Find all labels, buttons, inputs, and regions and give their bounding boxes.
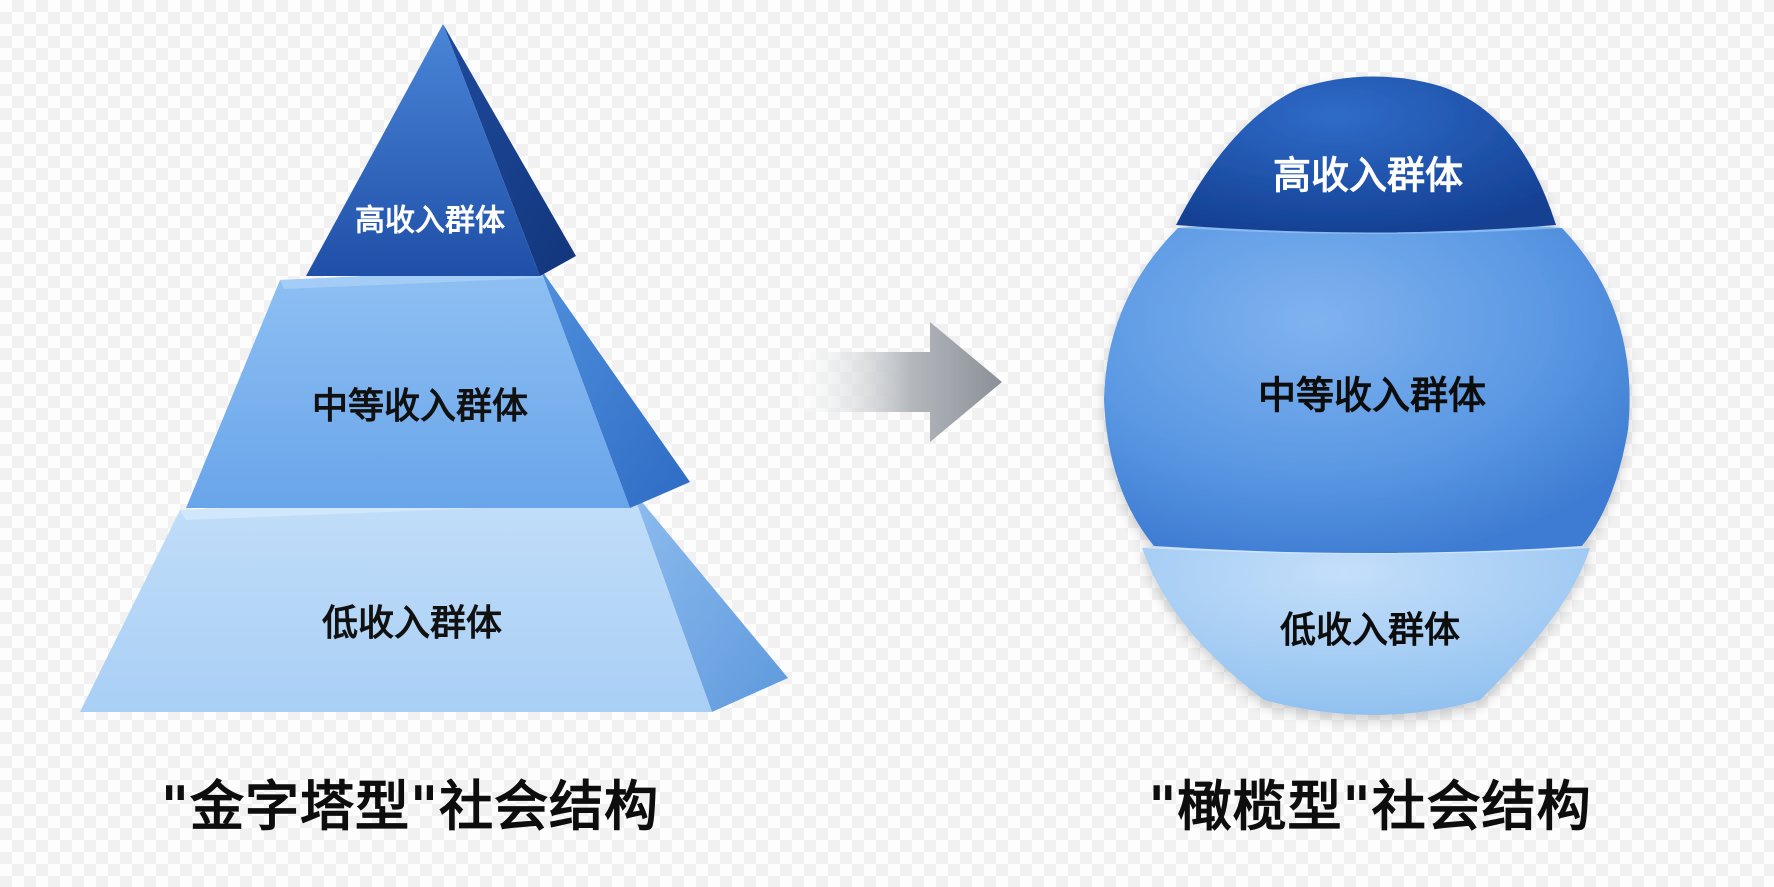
pyramid-low-front-face [80, 490, 712, 712]
olive-structure: 低收入群体 中等收入群体 高收入群体 [1104, 76, 1630, 715]
olive-high-shape [1176, 76, 1556, 233]
pyramid-high-label: 高收入群体 [355, 204, 506, 239]
pyramid-low-label: 低收入群体 [322, 603, 502, 644]
pyramid-middle-side-face [540, 268, 690, 508]
pyramid-high-side-face [443, 24, 576, 276]
pyramid-middle-front-face [186, 268, 630, 508]
pyramid-middle-label: 中等收入群体 [312, 386, 528, 427]
olive-middle-shape [1104, 221, 1630, 553]
pyramid-high-front-face [306, 24, 540, 276]
olive-caption: "橄榄型"社会结构 [1148, 775, 1592, 838]
olive-tier-middle: 中等收入群体 [1104, 221, 1630, 553]
pyramid-caption: "金字塔型"社会结构 [160, 775, 660, 838]
pyramid-tier-middle: 中等收入群体 [186, 268, 690, 508]
pyramid-tier-low: 低收入群体 [80, 490, 788, 712]
olive-low-shape [1142, 537, 1590, 715]
pyramid-structure: 低收入群体 中等收入群体 高收入群体 [80, 24, 788, 712]
olive-high-label: 高收入群体 [1273, 154, 1463, 198]
pyramid-low-side-face [632, 490, 788, 712]
olive-tier-high: 高收入群体 [1176, 76, 1556, 233]
transition-arrow [798, 322, 1002, 442]
olive-tier-low: 低收入群体 [1142, 537, 1590, 715]
pyramid-tier-high: 高收入群体 [306, 24, 576, 276]
olive-low-label: 低收入群体 [1280, 610, 1460, 651]
olive-middle-label: 中等收入群体 [1258, 374, 1486, 418]
